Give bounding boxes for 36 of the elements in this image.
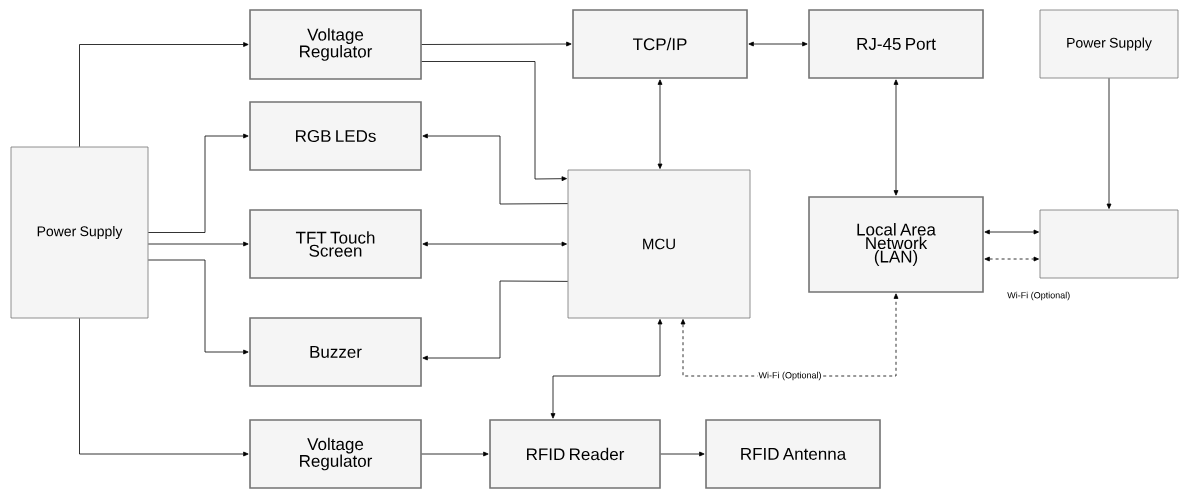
arrow — [748, 41, 808, 47]
block-box: Power Supply — [1039, 9, 1179, 79]
arrow — [660, 451, 705, 457]
arrow — [984, 229, 1039, 235]
arrow — [79, 318, 249, 457]
arrow — [148, 133, 249, 233]
arrow — [893, 79, 899, 196]
arrow — [680, 293, 899, 377]
block-box: TFT Touch Screen — [249, 209, 422, 279]
arrow — [657, 79, 663, 169]
arrow — [421, 451, 489, 457]
arrow — [422, 133, 568, 205]
block-box: MCU — [567, 169, 751, 319]
arrow — [422, 241, 567, 247]
arrow — [79, 42, 249, 147]
block-box: RFID Reader — [489, 419, 661, 489]
block-box: RJ-45 Port — [808, 9, 984, 79]
block-box: RFID Antenna — [705, 419, 881, 489]
block-box: Buzzer — [249, 317, 422, 387]
block-box: Voltage Regulator — [249, 9, 422, 80]
arrow — [421, 61, 567, 182]
block-box: Power Supply — [10, 146, 149, 319]
empty-box — [1039, 209, 1179, 279]
arrow — [984, 256, 1039, 262]
arrow — [421, 41, 572, 47]
block-box: RGB LEDs — [249, 101, 422, 171]
arrow — [550, 319, 663, 419]
edge-label: Wi-Fi (Optional) — [1007, 291, 1070, 301]
edge-label: Wi-Fi (Optional) — [758, 371, 821, 381]
arrow — [148, 259, 249, 355]
block-box: Voltage Regulator — [249, 419, 422, 489]
block-box: TCP/IP — [572, 9, 748, 79]
block-box: Local Area Network (LAN) — [808, 196, 984, 293]
arrow — [148, 241, 249, 247]
arrow — [422, 280, 568, 361]
arrow — [1106, 78, 1112, 209]
